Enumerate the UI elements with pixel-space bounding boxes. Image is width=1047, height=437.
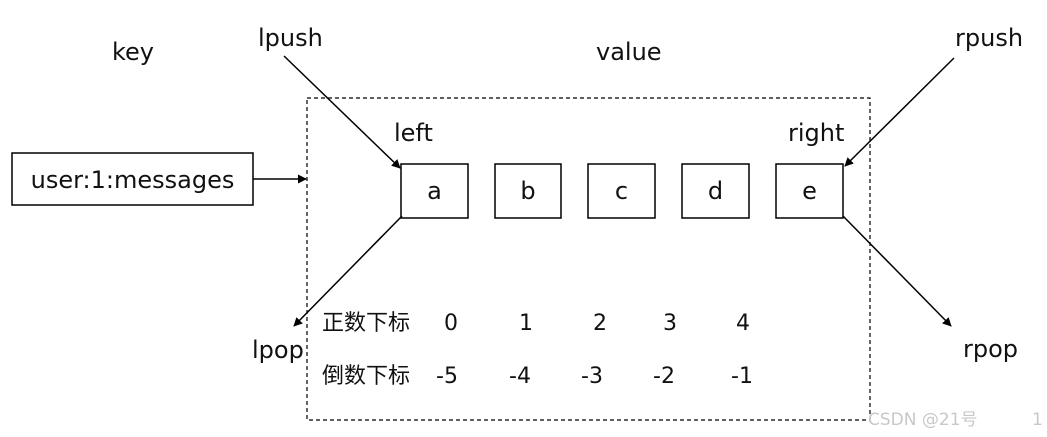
positive-index-1: 1 [519,311,533,336]
negative-index-3: -2 [653,364,675,389]
negative-index-label: 倒数下标 [322,364,410,389]
cell-text: d [708,177,723,205]
cell-box [494,163,562,219]
lpush-label: lpush [258,24,323,52]
positive-index-0: 0 [444,311,458,336]
positive-index-2: 2 [593,311,607,336]
lpush-arrow [283,55,401,169]
lpop-arrow [293,215,403,327]
cell-box [587,163,656,219]
watermark: CSDN @21号 [868,410,978,430]
rpush-label: rpush [955,24,1023,52]
value-container [306,97,871,421]
rpop-arrow [842,215,952,327]
positive-index-4: 4 [736,311,750,336]
negative-index-1: -4 [509,364,531,389]
key-label: key [112,38,154,66]
cell-a: a [400,163,469,219]
key-box [11,152,254,206]
rpop-label: rpop [963,335,1018,363]
cell-text: a [427,177,442,205]
rpush-arrow [844,57,955,167]
negative-index-4: -1 [731,364,753,389]
cell-text: c [615,177,628,205]
left-label: left [394,119,433,147]
negative-index-0: -5 [436,364,458,389]
lpop-label: lpop [252,336,304,364]
cell-c: c [587,163,656,219]
positive-index-label: 正数下标 [322,311,410,336]
page-number: 1 [1032,410,1043,430]
cell-box [775,163,844,219]
cell-e: e [775,163,844,219]
negative-index-2: -3 [581,364,603,389]
cell-text: b [520,177,535,205]
key-box-text: user:1:messages [31,166,235,194]
cell-d: d [681,163,750,219]
positive-index-3: 3 [663,311,677,336]
cell-box [400,163,469,219]
cell-text: e [802,177,817,205]
cell-b: b [494,163,562,219]
value-label: value [596,38,662,66]
right-label: right [788,119,844,147]
cell-box [681,163,750,219]
